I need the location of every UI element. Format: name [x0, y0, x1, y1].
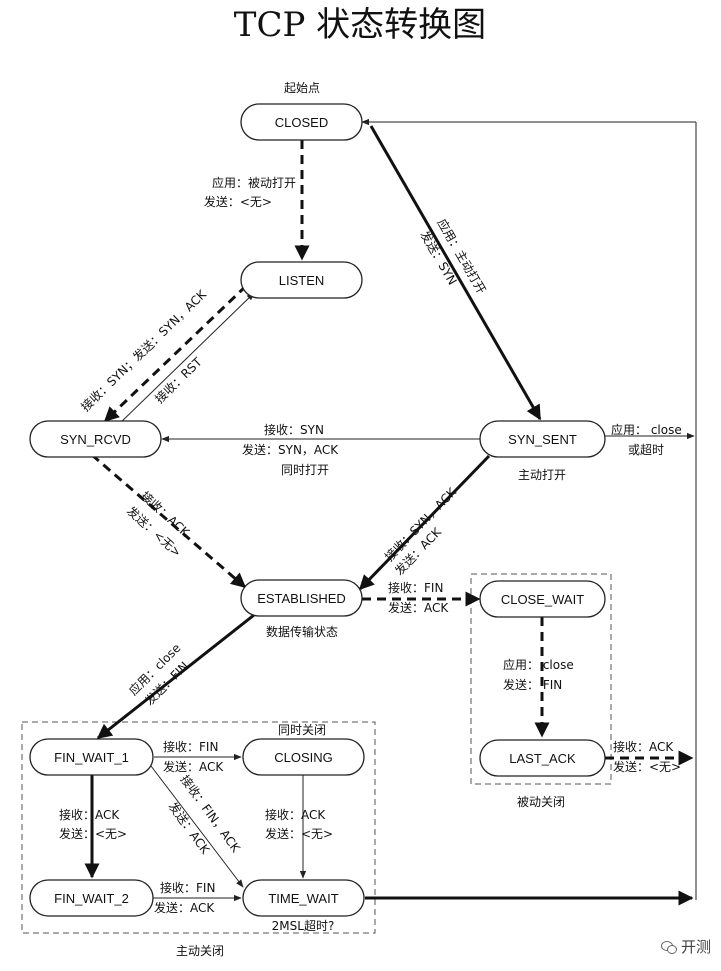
- simultaneous-close-annotation: 同时关闭: [278, 723, 326, 737]
- closing-timewait-label-1: 接收：ACK: [265, 807, 326, 822]
- active-open-annotation: 主动打开: [518, 468, 566, 482]
- fw1-closing-label-2: 发送：ACK: [163, 759, 224, 774]
- fw1-closing-label-1: 接收：FIN: [163, 739, 218, 754]
- active-close-box: [21, 721, 376, 934]
- state-established: ESTABLISHED: [240, 579, 363, 617]
- state-close-wait: CLOSE_WAIT: [479, 580, 606, 618]
- state-listen: LISTEN: [240, 261, 363, 299]
- watermark: 开测: [660, 936, 711, 957]
- synsent-established-arrow: [358, 454, 491, 591]
- state-syn-sent: SYN_SENT: [479, 420, 606, 458]
- state-closed-label: CLOSED: [275, 115, 328, 130]
- state-time-wait-label: TIME_WAIT: [268, 891, 338, 906]
- fw2-timewait-label-2: 发送：ACK: [154, 900, 215, 915]
- state-close-wait-label: CLOSE_WAIT: [501, 592, 584, 607]
- data-transfer-annotation: 数据传输状态: [266, 624, 338, 639]
- synrcvd-established-arrow: [91, 453, 247, 589]
- timeout-2msl-annotation: 2MSL超时?: [272, 918, 335, 933]
- finwait1-timewait-arrow: [150, 765, 244, 888]
- state-last-ack: LAST_ACK: [479, 739, 606, 777]
- listen-synrcvd-label: 接收：SYN；发送：SYN，ACK: [78, 286, 210, 414]
- state-syn-rcvd: SYN_RCVD: [29, 420, 162, 458]
- state-fin-wait-1-label: FIN_WAIT_1: [54, 750, 129, 765]
- state-fin-wait-2: FIN_WAIT_2: [29, 879, 154, 917]
- closed-listen-label-2: 发送：<无>: [204, 194, 272, 209]
- closing-timewait-label-2: 发送：<无>: [265, 826, 333, 841]
- closed-synsent-arrow: [369, 125, 542, 421]
- state-closed: CLOSED: [240, 103, 363, 141]
- synsent-synrcvd-label-2: 发送：SYN，ACK: [242, 442, 339, 457]
- synsent-synrcvd-label-1: 接收：SYN: [264, 422, 324, 437]
- diagram-title: TCP 状态转换图: [234, 5, 486, 45]
- active-close-annotation: 主动关闭: [176, 944, 224, 958]
- listen-synrcvd-arrow: [103, 284, 248, 423]
- est-closewait-label-1: 接收：FIN: [388, 580, 443, 595]
- synrcvd-listen-label: 接收：RST: [152, 354, 206, 406]
- state-fin-wait-2-label: FIN_WAIT_2: [54, 891, 129, 906]
- state-fin-wait-1: FIN_WAIT_1: [29, 738, 154, 776]
- lastack-closed-label-2: 发送：<无>: [613, 759, 681, 774]
- state-closing: CLOSING: [242, 738, 365, 776]
- synrcvd-listen-arrow: [117, 292, 255, 426]
- state-time-wait: TIME_WAIT: [242, 879, 365, 917]
- start-annotation: 起始点: [284, 81, 320, 95]
- fw1-fw2-label-2: 发送：<无>: [59, 826, 127, 841]
- established-finwait1-arrow: [96, 613, 255, 740]
- state-established-label: ESTABLISHED: [257, 591, 346, 606]
- fw1-fw2-label-1: 接收：ACK: [59, 807, 120, 822]
- synsent-close-label: 应用： close: [611, 422, 682, 437]
- state-last-ack-label: LAST_ACK: [509, 751, 576, 766]
- closed-listen-label-1: 应用：被动打开: [212, 175, 296, 190]
- closewait-lastack-label-2: 发送： FIN: [503, 677, 562, 692]
- closewait-lastack-label-1: 应用： close: [503, 657, 574, 672]
- timeout-annotation: 或超时: [628, 442, 664, 457]
- state-syn-rcvd-label: SYN_RCVD: [60, 432, 131, 447]
- passive-close-box: [470, 573, 612, 785]
- state-closing-label: CLOSING: [274, 750, 333, 765]
- state-syn-sent-label: SYN_SENT: [508, 432, 577, 447]
- state-listen-label: LISTEN: [279, 273, 325, 288]
- est-closewait-label-2: 发送：ACK: [388, 600, 449, 615]
- passive-close-annotation: 被动关闭: [517, 795, 565, 809]
- fw2-timewait-label-1: 接收：FIN: [160, 880, 215, 895]
- lastack-closed-label-1: 接收：ACK: [613, 739, 674, 754]
- watermark-text: 开测: [680, 938, 711, 956]
- wechat-icon: [660, 940, 677, 954]
- simultaneous-open-annotation: 同时打开: [281, 463, 329, 477]
